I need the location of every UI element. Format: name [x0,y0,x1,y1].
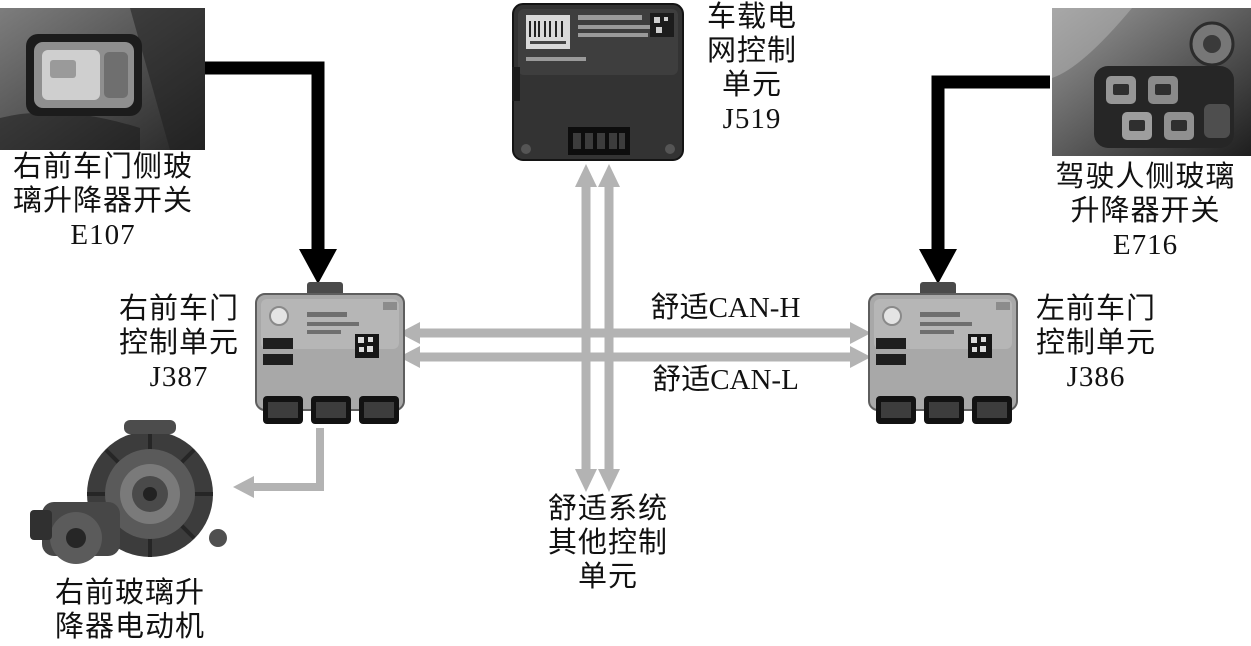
vertical-bus-b-arrowhead-top [598,164,620,187]
vertical-bus-a-arrowhead-bottom [575,469,597,492]
corner-clip [383,302,397,310]
j387-label: 右前车门 控制单元 J387 [105,292,253,394]
motor-shaft [143,487,157,501]
qr-code-dots [654,17,668,33]
other-units-label-line1: 舒适系统 [547,493,668,525]
j519-label: 车载电 网控制 单元 J519 [693,0,811,136]
j387-to-motor-arrowhead [233,476,254,498]
qr-code [650,13,674,37]
e716-code: E716 [1112,229,1179,261]
bottom-connector-pins [881,402,1007,418]
can-h-label: 舒适CAN-H [650,292,801,324]
side-connectors [263,338,293,365]
mounting-lug [209,529,227,547]
armrest-shadow [0,112,140,150]
qr-code-dots [971,337,986,352]
e716-to-j386-arrow-line [931,75,1050,250]
label-print-lines [307,312,359,334]
lock-switch [1204,104,1230,138]
corner-clip [996,302,1010,310]
j519-label-line2: 网控制 [706,35,797,67]
j386-module-photo [868,282,1018,428]
e107-label-line1: 右前车门侧玻 [12,151,193,183]
other-units-label: 舒适系统 其他控制 单元 [518,492,698,594]
screw-left [521,144,531,154]
qr-code-dots [358,337,373,352]
e107-to-j387-arrowhead [299,249,337,284]
j386-code: J386 [1066,361,1126,393]
motor-connector [30,510,52,540]
e716-to-j386-arrowhead [919,249,957,284]
screw-right [665,144,675,154]
e107-code: E107 [70,219,136,251]
vertical-bus-a-arrowhead-top [575,164,597,187]
e716-label-line2: 升降器开关 [1070,195,1221,227]
panel-highlight [1052,8,1132,78]
motor-label-line1: 右前玻璃升 [54,577,205,609]
j387-label-line2: 控制单元 [118,327,239,359]
door-trim-shadow [130,8,205,150]
j387-module-photo [255,282,405,428]
barcode-lines [529,21,563,37]
j386-label-line1: 左前车门 [1035,293,1156,325]
motor-label: 右前玻璃升 降器电动机 [25,576,235,644]
can-l-label: 舒适CAN-L [652,364,799,396]
connector-pins [573,133,625,149]
j386-label-line2: 控制单元 [1035,327,1156,359]
j519-module-photo [512,3,684,161]
label-text-line [530,41,566,44]
other-units-label-line3: 单元 [577,561,638,593]
side-connectors [876,338,906,365]
e107-to-j387-arrow-line [205,61,325,250]
e716-label-line1: 驾驶人侧玻璃 [1055,161,1236,193]
other-units-label-line2: 其他控制 [547,527,668,559]
window-icons [1113,84,1187,131]
gearbox-shaft [66,528,86,548]
j387-label-line1: 右前车门 [118,293,239,325]
window-icon [50,60,76,78]
e107-label: 右前车门侧玻 璃升降器开关 E107 [0,150,209,252]
e716-switch-panel-photo [1052,8,1251,156]
e107-switch-photo [0,8,205,150]
window-motor-photo [28,418,233,578]
bottom-connector-pins [268,402,394,418]
j386-label: 左前车门 控制单元 J386 [1022,292,1170,394]
j387-to-motor-arrow-line [252,428,324,491]
part-number-print [526,15,664,61]
j519-label-line3: 单元 [721,69,782,101]
mounting-tab [124,420,176,434]
e107-label-line2: 璃升降器开关 [12,185,193,217]
e716-label: 驾驶人侧玻璃 升降器开关 E716 [1040,160,1251,262]
j519-label-line1: 车载电 [706,1,797,33]
round-marker [269,306,289,326]
round-marker [882,306,902,326]
side-notch [512,67,520,101]
vertical-bus-b-arrowhead-bottom [598,469,620,492]
secondary-rocker [104,52,128,98]
j519-code: J519 [722,103,782,135]
mirror-knob-center [1203,35,1221,53]
motor-label-line2: 降器电动机 [54,611,205,643]
j387-code: J387 [149,361,209,393]
label-print-lines [920,312,972,334]
